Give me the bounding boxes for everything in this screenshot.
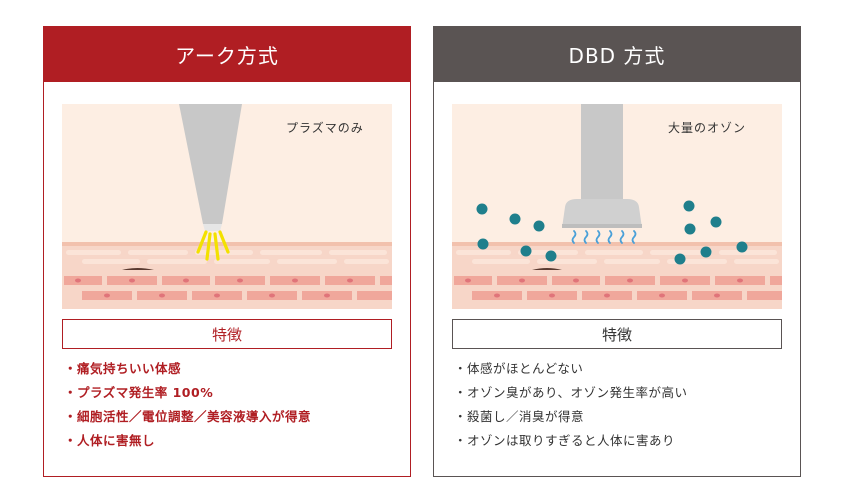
dbd-method-card: DBD 方式 bbox=[433, 26, 801, 477]
list-item: ・痛気持ちいい体感 bbox=[64, 361, 182, 376]
dbd-features-heading: 特徴 bbox=[452, 319, 782, 349]
list-item: ・プラズマ発生率 100% bbox=[64, 385, 214, 400]
dbd-features-list: ・体感がほとんどない ・オゾン臭があり、オゾン発生率が高い ・殺菌し／消臭が得意… bbox=[454, 357, 688, 453]
list-item: ・殺菌し／消臭が得意 bbox=[454, 409, 585, 424]
arc-features-heading: 特徴 bbox=[62, 319, 392, 349]
ozone-caption: 大量のオゾン bbox=[668, 121, 747, 135]
arc-illustration bbox=[62, 104, 392, 309]
list-item: ・細胞活性／電位調整／美容液導入が得意 bbox=[64, 409, 312, 424]
dbd-illustration bbox=[452, 104, 782, 309]
list-item: ・人体に害無し bbox=[64, 433, 156, 448]
list-item: ・オゾン臭があり、オゾン発生率が高い bbox=[454, 385, 688, 400]
arc-method-title: アーク方式 bbox=[44, 27, 410, 82]
arc-features-list: ・痛気持ちいい体感 ・プラズマ発生率 100% ・細胞活性／電位調整／美容液導入… bbox=[64, 357, 311, 453]
arc-method-card: アーク方式 プラズマのみ 特徴 ・痛気持ちいい体感 bbox=[43, 26, 411, 477]
dbd-method-title: DBD 方式 bbox=[434, 27, 800, 82]
list-item: ・体感がほとんどない bbox=[454, 361, 584, 376]
plasma-only-caption: プラズマのみ bbox=[286, 121, 364, 135]
list-item: ・オゾンは取りすぎると人体に害あり bbox=[454, 433, 676, 448]
